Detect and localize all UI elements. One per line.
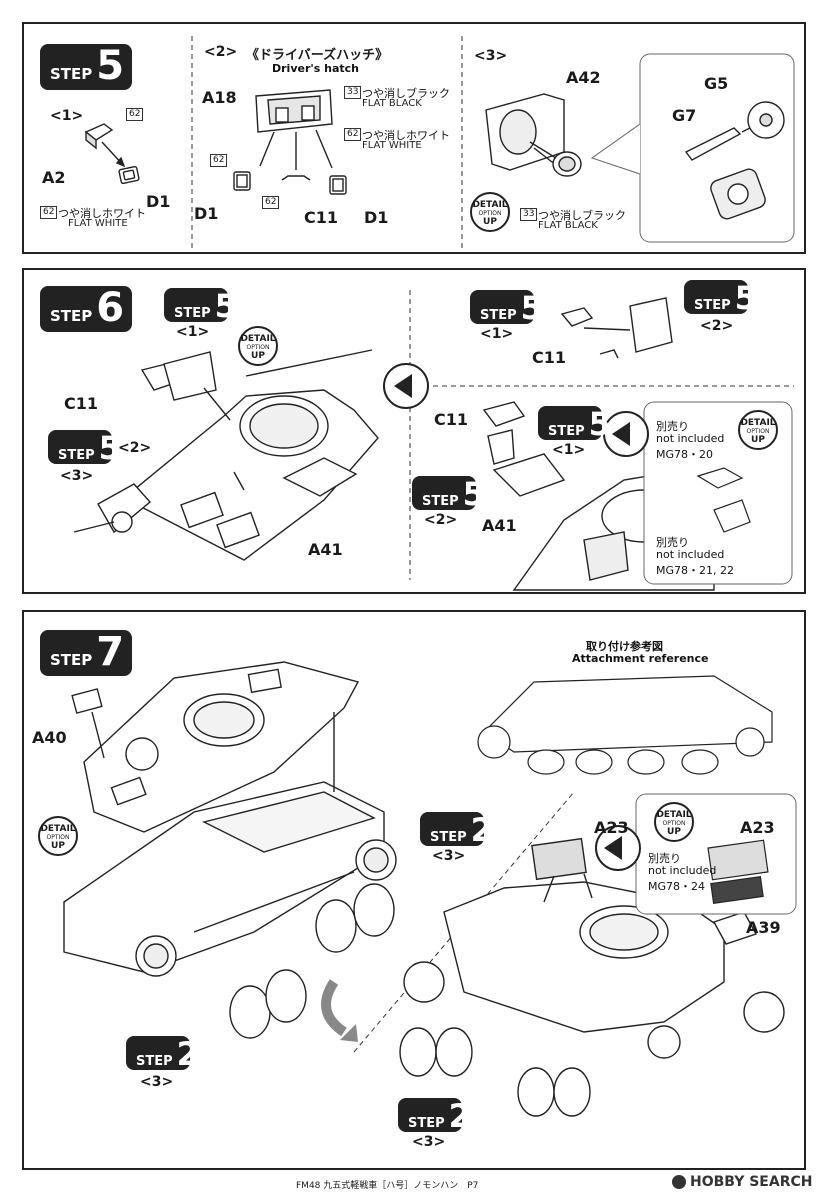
part-d1-right: D1 <box>364 208 389 227</box>
paint-code-box: 62 <box>126 108 144 121</box>
step5-artwork <box>84 36 795 248</box>
paint-code-box: 62 <box>210 154 228 167</box>
part-a23-option: A23 <box>740 818 775 837</box>
not-included-en: not included <box>656 432 725 445</box>
part-a18: A18 <box>202 88 237 107</box>
part-a41-right: A41 <box>482 516 517 535</box>
paint-code-box: 62 <box>262 196 280 209</box>
part-d1-left: D1 <box>194 204 219 223</box>
part-a2: A2 <box>42 168 66 187</box>
paint-note-jp: つや消しホワイト <box>362 129 450 142</box>
option-part-mg78-21-22: MG78・21, 22 <box>656 564 734 577</box>
part-c11-right-2: C11 <box>434 410 469 429</box>
hobby-search-logo: HOBBY SEARCH <box>672 1174 812 1190</box>
part-g7: G7 <box>672 106 697 125</box>
not-included-jp: 別売り <box>648 852 681 865</box>
part-a40: A40 <box>32 728 67 747</box>
step7-sub3-c: <3> <box>412 1134 446 1150</box>
part-c11-right: C11 <box>532 348 567 367</box>
not-included-jp: 別売り <box>656 536 689 549</box>
hobby-search-icon <box>672 1175 686 1189</box>
detail-up-badge: DETAIL OPTION UP <box>238 326 278 366</box>
part-d1: D1 <box>146 192 171 211</box>
step7-sub3-a: <3> <box>140 1074 174 1090</box>
detail-up-badge: DETAIL OPTION UP <box>470 192 510 232</box>
paint-note-en: FLAT BLACK <box>362 98 422 109</box>
not-included-jp: 別売り <box>656 420 689 433</box>
detail-up-badge: DETAIL OPTION UP <box>654 802 694 842</box>
paint-note-jp: つや消しブラック <box>362 87 450 100</box>
option-part-mg78-24: MG78・24 <box>648 880 706 893</box>
option-part-mg78-20: MG78・20 <box>656 448 714 461</box>
hatch-title-en: Driver's hatch <box>272 62 359 75</box>
step5-sub1: <1> <box>50 108 84 124</box>
part-a23: A23 <box>594 818 629 837</box>
step5-sub2: <2> <box>204 44 238 60</box>
step6-right-sub1: <1> <box>480 326 514 342</box>
step6-right-sub1b: <1> <box>552 442 586 458</box>
part-c11: C11 <box>64 394 99 413</box>
page-footer: FM48 九五式軽戦車［ハ号］ノモンハン P7 <box>296 1181 479 1191</box>
hatch-title-jp: 《ドライバーズハッチ》 <box>246 48 389 63</box>
paint-note-en: FLAT BLACK <box>538 220 598 231</box>
step6-right-sub2: <2> <box>700 318 734 334</box>
attachment-reference-jp: 取り付け参考図 <box>586 640 663 653</box>
part-a41: A41 <box>308 540 343 559</box>
detail-up-badge: DETAIL OPTION UP <box>738 410 778 450</box>
step6-sub1: <1> <box>176 324 210 340</box>
part-a42: A42 <box>566 68 601 87</box>
paint-code-box: 33 <box>344 86 362 99</box>
part-c11: C11 <box>304 208 339 227</box>
attachment-reference-en: Attachment reference <box>572 652 709 665</box>
paint-code-box: 62 <box>40 206 58 219</box>
paint-code-box: 62 <box>344 128 362 141</box>
step5-sub3: <3> <box>474 48 508 64</box>
paint-code-box: 33 <box>520 208 538 221</box>
step6-right-sub2b: <2> <box>424 512 458 528</box>
paint-note-jp: つや消しブラック <box>538 209 626 222</box>
step6-sub2: <2> <box>118 440 152 456</box>
not-included-en: not included <box>648 864 717 877</box>
step6-artwork <box>73 290 794 591</box>
paint-note-en: FLAT WHITE <box>362 140 422 151</box>
paint-note-jp: つや消しホワイト <box>58 207 146 220</box>
detail-up-badge: DETAIL OPTION UP <box>38 816 78 856</box>
paint-note-en: FLAT WHITE <box>68 218 128 229</box>
step6-sub3: <3> <box>60 468 94 484</box>
step7-sub3-b: <3> <box>432 848 466 864</box>
not-included-en: not included <box>656 548 725 561</box>
part-a39: A39 <box>746 918 781 937</box>
part-g5: G5 <box>704 74 729 93</box>
